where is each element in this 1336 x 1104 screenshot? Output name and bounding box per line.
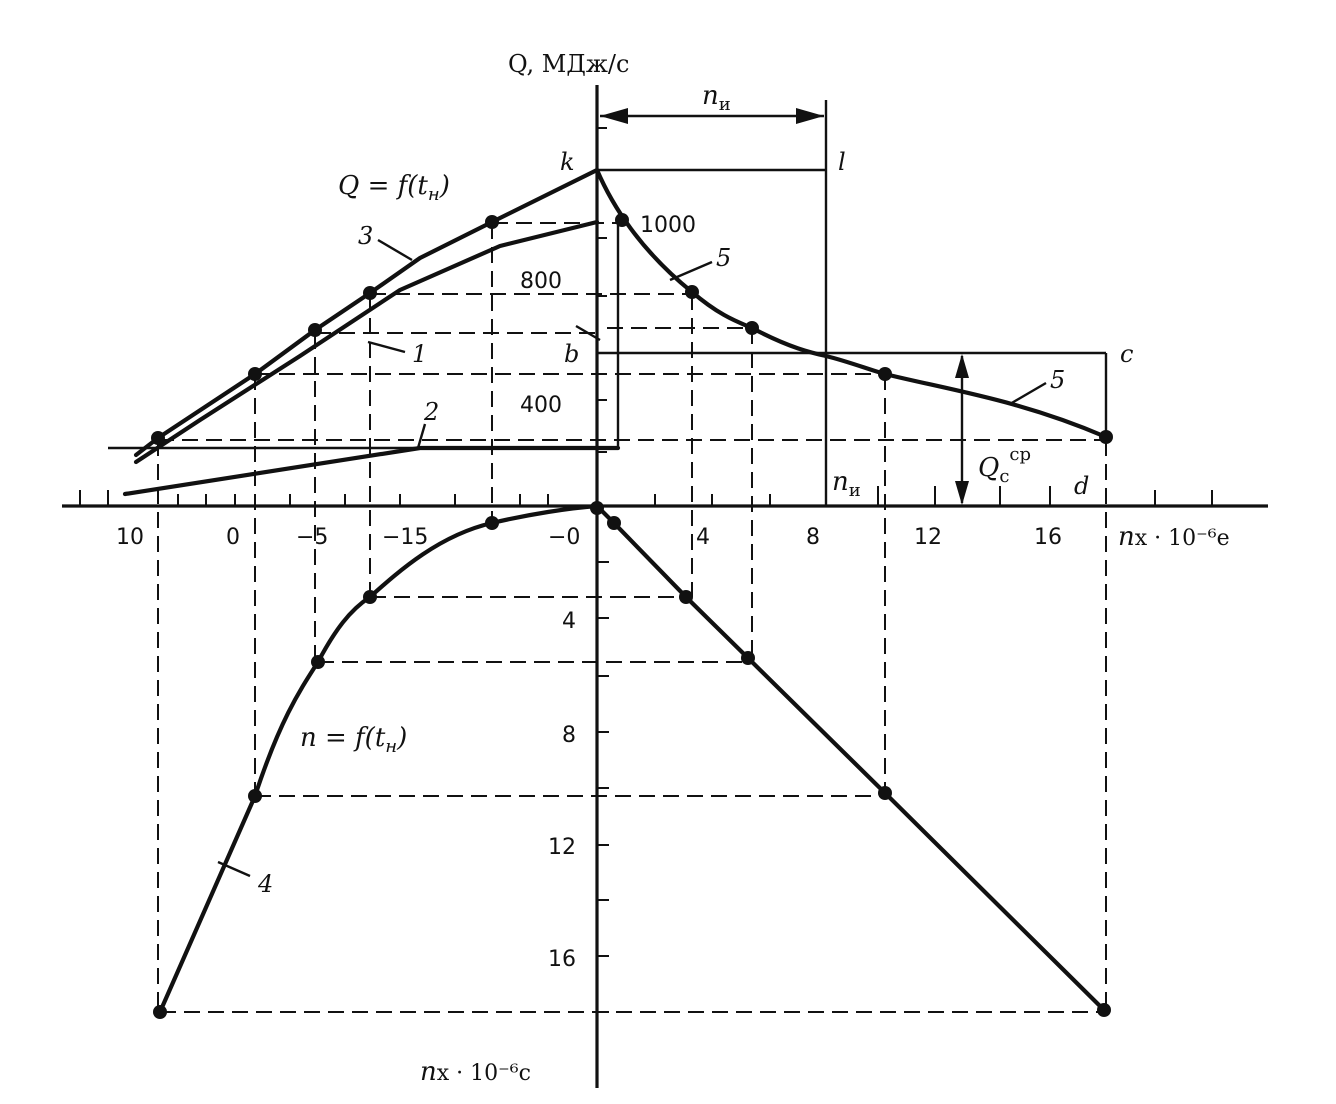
right-x-tick-8: 8 bbox=[806, 525, 820, 550]
curve-label-5-lower: 5 bbox=[1050, 366, 1065, 394]
curve-4 bbox=[157, 503, 600, 1015]
right-x-tick-16: 16 bbox=[1034, 525, 1062, 550]
leader-lines bbox=[217, 238, 1047, 878]
curve-1 bbox=[133, 219, 600, 465]
left-x-tick-minus0: −0 bbox=[548, 525, 580, 550]
curve-label-3: 3 bbox=[358, 222, 373, 250]
curve-label-1: 1 bbox=[412, 340, 427, 368]
left-x-tick-0: 0 bbox=[226, 525, 240, 550]
curve-5 bbox=[594, 167, 1109, 440]
q-avg-dimension-arrow bbox=[955, 354, 969, 505]
formula-n: n = f(tн) bbox=[300, 723, 407, 757]
n-i-bottom-label: nи bbox=[832, 467, 861, 501]
data-points bbox=[151, 213, 1113, 1019]
curve-2 bbox=[122, 445, 621, 497]
left-x-tick-minus5: −5 bbox=[296, 525, 328, 550]
projection-lines bbox=[157, 222, 1107, 1013]
lower-y-axis-title: nx · 10⁻⁶c bbox=[420, 1057, 531, 1087]
x-axis-title: nx · 10⁻⁶e bbox=[1118, 522, 1230, 552]
construction-lines bbox=[108, 100, 1108, 506]
lower-y-tick-8: 8 bbox=[562, 723, 576, 748]
point-label-d: d bbox=[1074, 472, 1089, 500]
left-x-tick-10: 10 bbox=[116, 525, 144, 550]
vertical-axis-ticks bbox=[597, 127, 609, 1013]
formula-q: Q = f(tн) bbox=[338, 171, 450, 205]
q-tick-800: 800 bbox=[520, 269, 562, 294]
left-x-tick-minus15: −15 bbox=[382, 525, 428, 550]
curve-label-5-upper: 5 bbox=[716, 244, 731, 272]
lower-y-tick-4: 4 bbox=[562, 609, 576, 634]
curve-3 bbox=[133, 167, 600, 458]
right-x-tick-12: 12 bbox=[914, 525, 942, 550]
lower-y-tick-16: 16 bbox=[548, 947, 576, 972]
point-label-b: b bbox=[564, 340, 579, 368]
right-x-tick-4: 4 bbox=[696, 525, 710, 550]
point-label-k: k bbox=[560, 148, 575, 176]
q-tick-400: 400 bbox=[520, 393, 562, 418]
y-axis-title: Q, МДж/с bbox=[508, 50, 629, 78]
curve-label-4: 4 bbox=[257, 870, 273, 898]
point-label-l: l bbox=[838, 148, 846, 176]
curve-label-2: 2 bbox=[423, 398, 439, 426]
q-avg-label: Qсср bbox=[978, 444, 1031, 487]
n-i-top-label: nи bbox=[702, 81, 731, 115]
point-label-c: c bbox=[1120, 340, 1133, 368]
horizontal-axis-ticks bbox=[79, 486, 1213, 506]
n-i-dimension-arrow bbox=[600, 108, 824, 124]
curve-4-right bbox=[594, 503, 1107, 1013]
q-tick-1000: 1000 bbox=[640, 213, 696, 238]
lower-y-tick-12: 12 bbox=[548, 835, 576, 860]
